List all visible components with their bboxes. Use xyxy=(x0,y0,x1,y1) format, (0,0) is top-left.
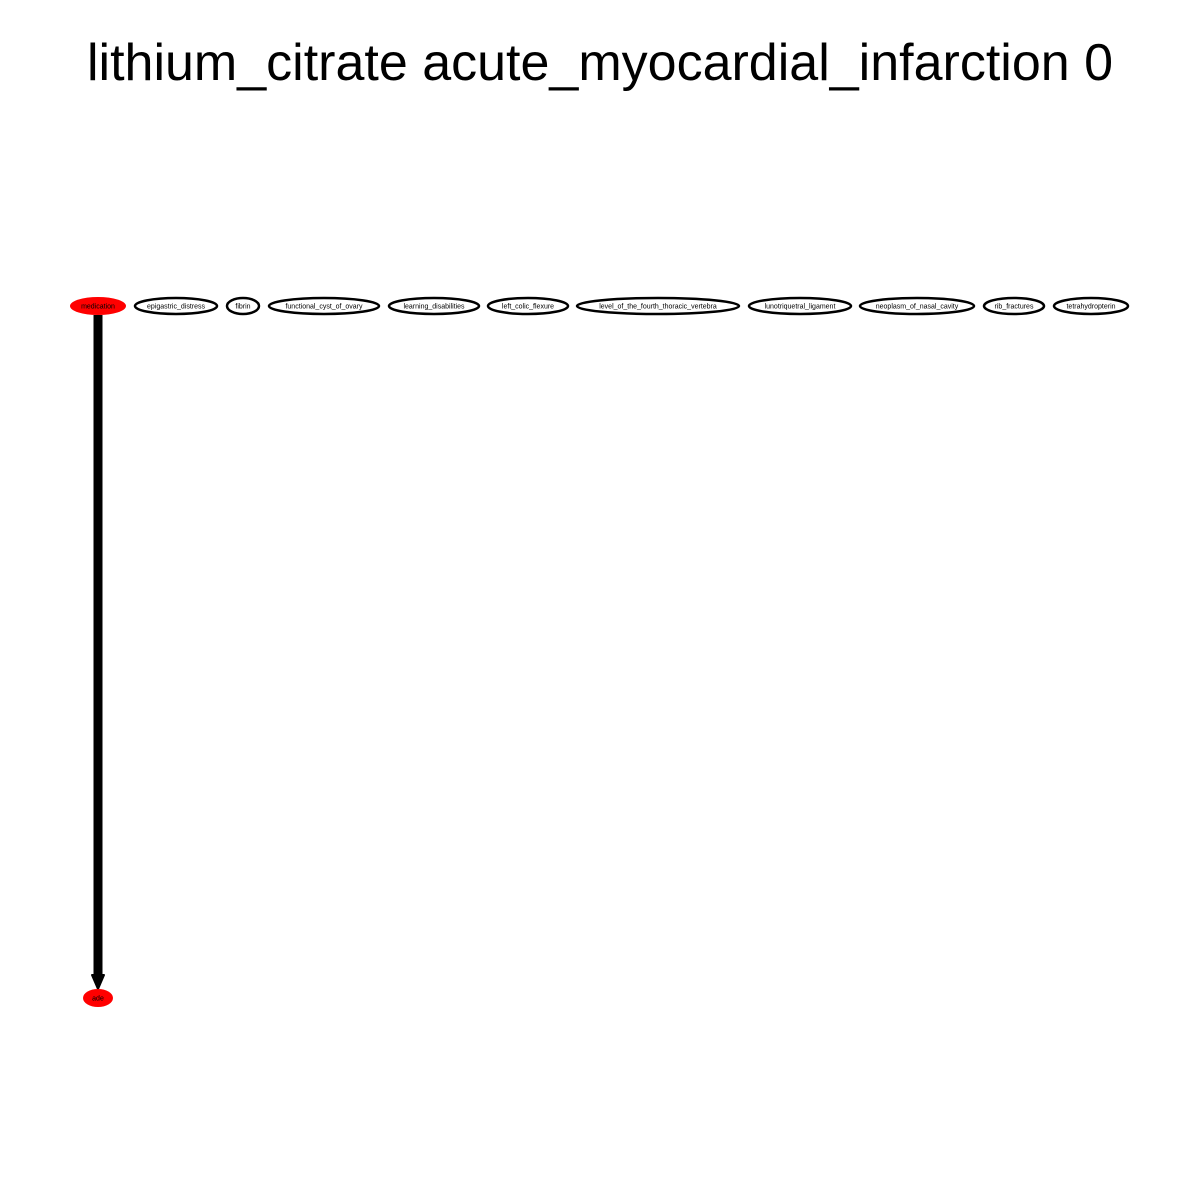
edge-arrowhead-ade xyxy=(91,974,105,990)
node-label-lunotriquetral_ligament: lunotriquetral_ligament xyxy=(765,304,836,311)
node-label-tetrahydropterin: tetrahydropterin xyxy=(1066,304,1115,311)
node-label-learning_disabilities: learning_disabilities xyxy=(403,304,465,311)
node-label-medication: medication xyxy=(81,304,115,311)
node-left_colic_flexure: left_colic_flexure xyxy=(486,296,570,316)
node-shape-rib_fractures xyxy=(982,296,1046,316)
node-label-functional_cyst_of_ovary: functional_cyst_of_ovary xyxy=(285,304,363,311)
node-lunotriquetral_ligament: lunotriquetral_ligament xyxy=(747,296,853,316)
node-shape-neoplasm_of_nasal_cavity xyxy=(858,296,976,316)
node-neoplasm_of_nasal_cavity: neoplasm_of_nasal_cavity xyxy=(858,296,976,316)
node-shape-learning_disabilities xyxy=(387,296,481,316)
node-epigastric_distress: epigastric_distress xyxy=(133,296,219,316)
node-shape-epigastric_distress xyxy=(133,296,219,316)
node-ade: ade xyxy=(83,989,113,1007)
node-label-level_of_the_fourth_thoracic_vertebra: level_of_the_fourth_thoracic_vertebra xyxy=(599,304,717,311)
node-shape-medication xyxy=(70,297,126,315)
node-shape-lunotriquetral_ligament xyxy=(747,296,853,316)
node-shape-fibrin xyxy=(225,296,261,316)
node-shape-tetrahydropterin xyxy=(1052,296,1130,316)
node-label-rib_fractures: rib_fractures xyxy=(995,304,1034,311)
node-shape-functional_cyst_of_ovary xyxy=(267,296,381,316)
node-shape-level_of_the_fourth_thoracic_vertebra xyxy=(575,296,741,316)
node-tetrahydropterin: tetrahydropterin xyxy=(1052,296,1130,316)
node-label-epigastric_distress: epigastric_distress xyxy=(147,304,205,311)
node-functional_cyst_of_ovary: functional_cyst_of_ovary xyxy=(267,296,381,316)
node-shape-ade xyxy=(83,989,113,1007)
node-learning_disabilities: learning_disabilities xyxy=(387,296,481,316)
node-shape-left_colic_flexure xyxy=(486,296,570,316)
node-level_of_the_fourth_thoracic_vertebra: level_of_the_fourth_thoracic_vertebra xyxy=(575,296,741,316)
graph-title: lithium_citrate acute_myocardial_infarct… xyxy=(86,34,1114,92)
node-fibrin: fibrin xyxy=(225,296,261,316)
node-medication: medication xyxy=(70,297,126,315)
node-rib_fractures: rib_fractures xyxy=(982,296,1046,316)
node-label-neoplasm_of_nasal_cavity: neoplasm_of_nasal_cavity xyxy=(876,304,959,311)
node-label-fibrin: fibrin xyxy=(235,304,250,311)
node-label-left_colic_flexure: left_colic_flexure xyxy=(502,304,554,311)
node-label-ade: ade xyxy=(92,996,104,1003)
